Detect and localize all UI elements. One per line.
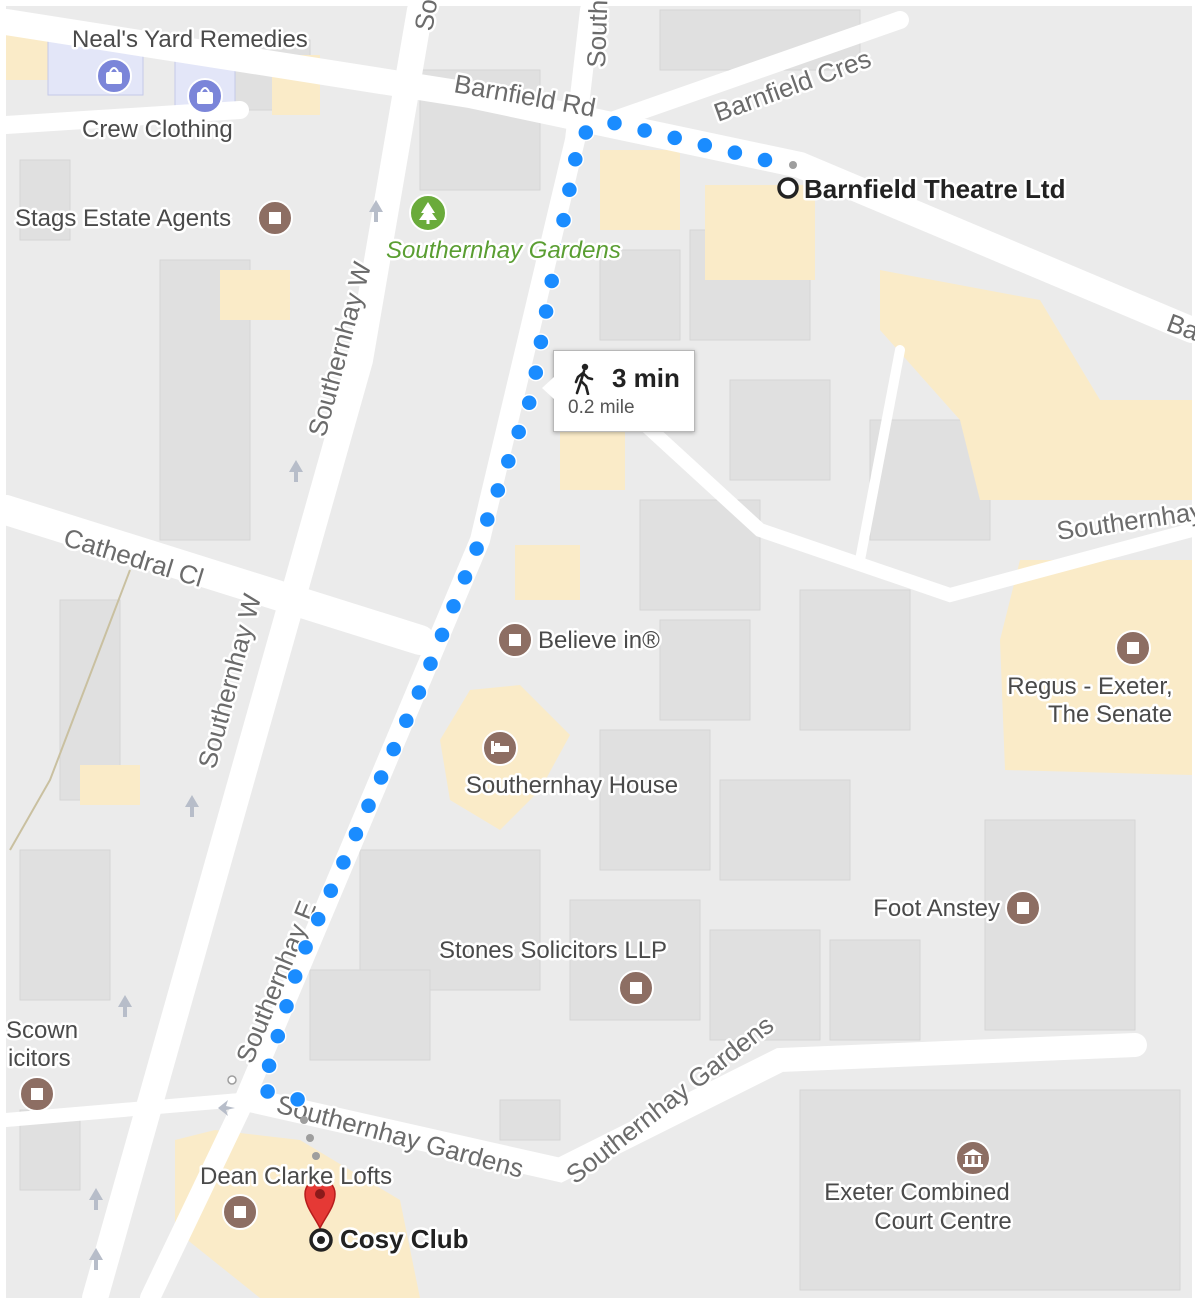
- route-dot: [726, 143, 744, 162]
- callout-pointer: [542, 377, 554, 399]
- business-icon[interactable]: [222, 1194, 258, 1230]
- place-label-southernhay-house[interactable]: Southernhay House: [463, 770, 680, 802]
- route-dot: [309, 910, 327, 928]
- place-label-dean-clarke[interactable]: Dean Clarke Lofts: [198, 1161, 395, 1193]
- place-label-cosy-club[interactable]: Cosy Club: [338, 1222, 472, 1257]
- route-dot: [421, 654, 440, 673]
- route-dot: [384, 740, 403, 758]
- route-dot: [566, 150, 585, 169]
- road-label-south-top: South: [581, 0, 613, 68]
- shopping-bag-icon[interactable]: [96, 58, 132, 94]
- origin-marker-icon[interactable]: [777, 177, 799, 199]
- minor-lines: [9, 569, 131, 851]
- route-dot: [397, 712, 416, 730]
- one-way-arrows: [89, 200, 383, 1270]
- shopping-bag-icon[interactable]: [187, 78, 223, 114]
- buildings: [19, 9, 1181, 1291]
- map-background: [6, 6, 1192, 1298]
- route-dot: [467, 539, 486, 558]
- route-dot: [334, 853, 353, 872]
- business-icon[interactable]: [1005, 890, 1041, 926]
- place-label-stags[interactable]: Stags Estate Agents: [13, 203, 234, 235]
- route-dot: [489, 481, 507, 500]
- business-icon[interactable]: [618, 970, 654, 1006]
- place-label-scown-2[interactable]: icitors: [6, 1043, 74, 1075]
- route-dot: [520, 394, 538, 412]
- route-distance: 0.2 mile: [568, 397, 635, 418]
- route-dot: [359, 797, 378, 815]
- destination-marker-icon[interactable]: [309, 1228, 333, 1252]
- route-dot: [410, 683, 428, 702]
- route-dot: [548, 241, 567, 260]
- place-label-court-1[interactable]: Exeter Combined: [822, 1177, 1012, 1209]
- route-dot: [260, 1057, 278, 1075]
- route-dot: [577, 123, 595, 142]
- route-dot: [322, 882, 340, 900]
- destination-pin-icon[interactable]: [304, 1178, 336, 1230]
- route-dot: [277, 997, 296, 1016]
- route-dot: [444, 597, 463, 615]
- route-dot: [296, 938, 315, 957]
- route-dot: [635, 121, 654, 140]
- place-label-neals-yard[interactable]: Neal's Yard Remedies: [70, 24, 311, 56]
- park-tree-icon[interactable]: [409, 194, 447, 232]
- place-label-southernhay-gardens[interactable]: Southernhay Gardens: [384, 235, 624, 267]
- route-dot: [756, 151, 774, 169]
- route-duration: 3 min: [612, 363, 680, 393]
- place-label-crew-clothing[interactable]: Crew Clothing: [80, 114, 236, 146]
- place-label-scown-1[interactable]: Scown: [4, 1015, 81, 1047]
- place-label-believe-in[interactable]: Believe in®: [536, 625, 663, 657]
- place-label-barnfield-theatre[interactable]: Barnfield Theatre Ltd: [802, 172, 1068, 207]
- place-label-regus-2[interactable]: The Senate: [1045, 699, 1174, 731]
- route-dot: [286, 967, 304, 986]
- business-icon[interactable]: [257, 200, 293, 236]
- place-label-stones[interactable]: Stones Solicitors LLP: [436, 935, 669, 967]
- route-dot: [478, 510, 497, 529]
- route-dot: [456, 568, 474, 587]
- route-end-dots: [227, 161, 797, 1160]
- business-icon[interactable]: [497, 622, 533, 658]
- place-label-court-2[interactable]: Court Centre: [872, 1206, 1014, 1238]
- route-dot: [532, 333, 550, 351]
- route-dot: [433, 626, 451, 644]
- route-dot: [605, 114, 624, 132]
- route-info-callout[interactable]: 3 min 0.2 mile: [542, 350, 695, 432]
- route-dot: [258, 1082, 277, 1101]
- route-dot: [372, 768, 390, 787]
- route-dot: [560, 180, 579, 199]
- route-dot: [696, 136, 714, 154]
- route-dot: [347, 825, 365, 843]
- hotel-bed-icon[interactable]: [482, 730, 518, 766]
- business-icon[interactable]: [1115, 630, 1151, 666]
- courthouse-icon[interactable]: [955, 1140, 991, 1176]
- route-dot: [269, 1027, 287, 1045]
- route-dot: [509, 423, 528, 441]
- route-dot: [537, 302, 555, 321]
- route-dot: [665, 129, 684, 147]
- walking-route: [258, 114, 774, 1109]
- business-icon[interactable]: [19, 1076, 55, 1112]
- route-dot: [542, 272, 561, 290]
- road-label-so-top: So: [408, 0, 443, 33]
- route-dot: [527, 363, 545, 382]
- route-dot: [288, 1090, 307, 1109]
- route-dot: [499, 452, 518, 470]
- walking-person-icon: [574, 363, 594, 395]
- place-label-regus-1[interactable]: Regus - Exeter,: [1005, 671, 1175, 703]
- place-label-foot-anstey[interactable]: Foot Anstey: [871, 893, 1003, 925]
- route-dot: [554, 211, 573, 229]
